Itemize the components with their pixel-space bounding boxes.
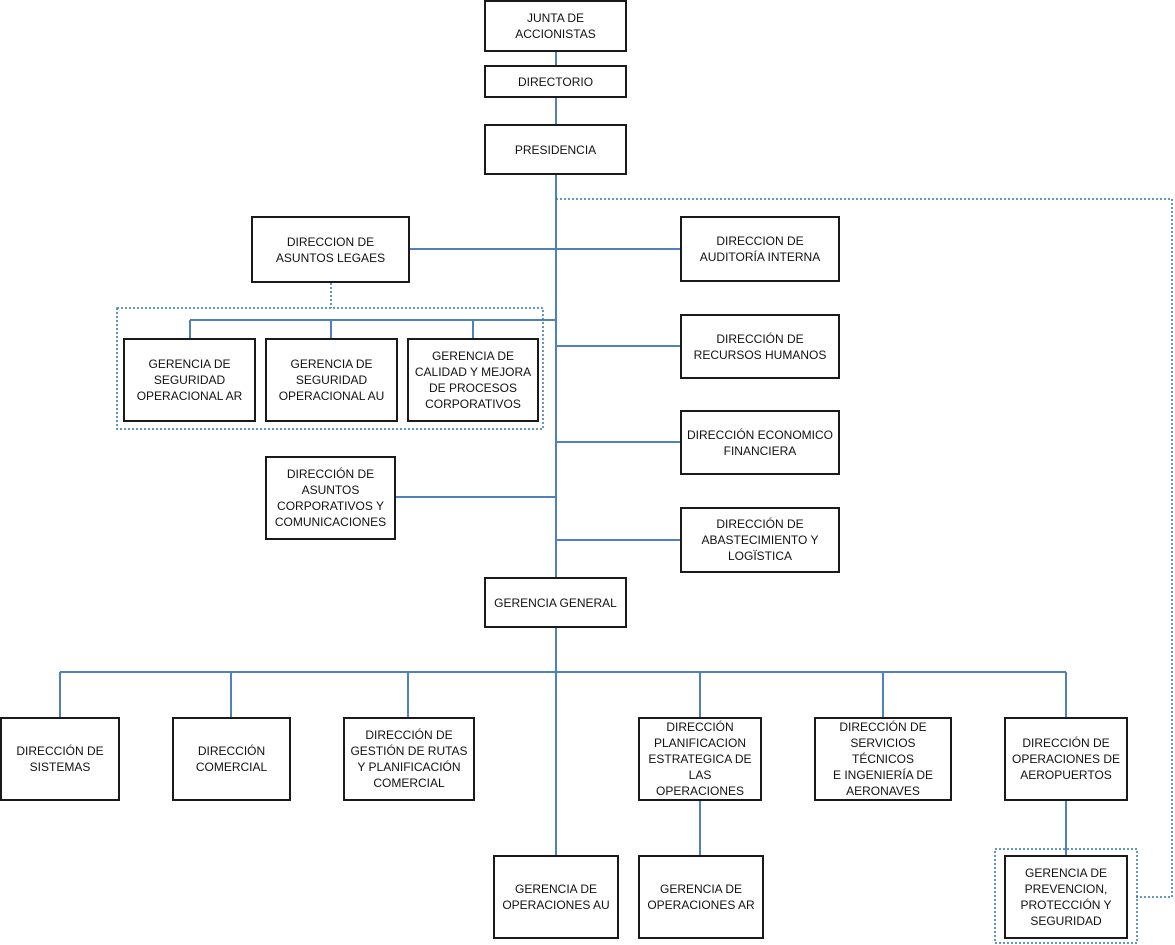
dotted-group-security [116,307,544,430]
dotted-connectors [116,198,1173,944]
box-gerencia-general: GERENCIA GENERAL [484,577,627,628]
solid-connectors [59,52,1067,855]
dotted-presidency-link [556,198,1173,898]
dotted-group-prevention [994,848,1138,944]
box-presidencia: PRESIDENCIA [484,124,627,175]
box-directorio: DIRECTORIO [484,65,627,98]
